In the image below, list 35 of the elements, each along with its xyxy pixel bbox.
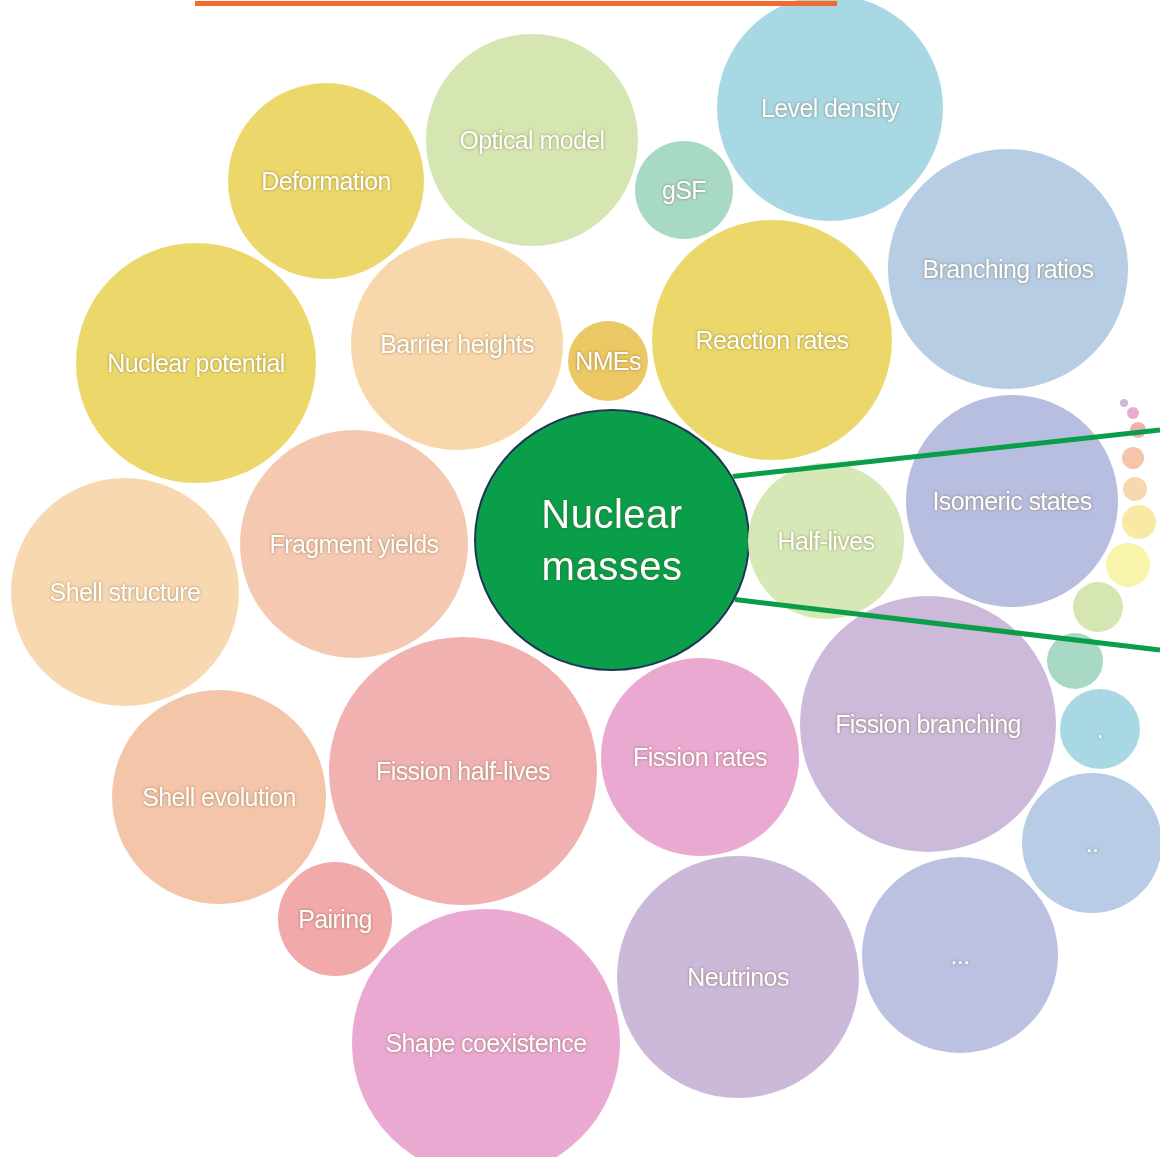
bubble-label: Pairing — [298, 904, 372, 934]
bubble-label: Level density — [760, 93, 900, 123]
bubble-label: Fission half-lives — [376, 756, 550, 786]
bubble-label: Branching ratios — [922, 254, 1094, 284]
bubble — [1120, 399, 1128, 407]
bubble-label: Barrier heights — [380, 329, 534, 359]
bubble-label: Shell structure — [49, 577, 201, 607]
bubble — [1106, 543, 1150, 587]
bubble-label: Optical model — [459, 125, 605, 155]
bubble-label: Neutrinos — [687, 962, 789, 992]
bubble — [635, 141, 733, 239]
bubble-label: Reaction rates — [695, 325, 849, 355]
bubble-label: . — [1096, 714, 1104, 744]
bubble — [1047, 633, 1103, 689]
bubble — [652, 220, 892, 460]
bubble-label: .. — [1085, 828, 1099, 858]
bubble — [1122, 505, 1156, 539]
bubble — [748, 463, 904, 619]
bubble-label: Fission branching — [835, 709, 1021, 739]
bubble — [1123, 477, 1147, 501]
bubble-label: NMEs — [575, 346, 641, 376]
bubble-label: Nuclear potential — [107, 348, 285, 378]
bubble-label: Fragment yields — [269, 529, 439, 559]
bubble — [1127, 407, 1139, 419]
bubble-label: ... — [950, 940, 970, 970]
bubble-label: gSF — [661, 175, 707, 205]
bubble-label: Shape coexistence — [385, 1028, 587, 1058]
bubble-label: Shell evolution — [142, 782, 296, 812]
bubble-label: Fission rates — [633, 742, 767, 772]
bubble — [1073, 582, 1123, 632]
bubble-label: Half-lives — [777, 526, 875, 556]
bubble-label: Isomeric states — [932, 486, 1092, 516]
bubble-label: Deformation — [261, 166, 391, 196]
bubble — [1122, 447, 1144, 469]
bubble-label: Nuclear masses — [540, 491, 684, 590]
